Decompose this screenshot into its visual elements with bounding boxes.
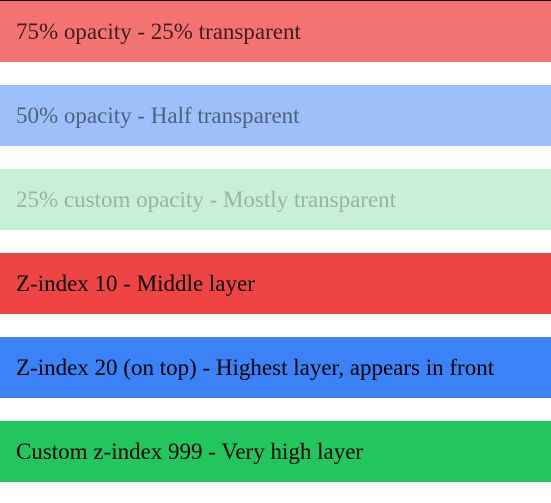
opacity-25-label: 25% custom opacity - Mostly transparent (16, 186, 397, 212)
opacity-75-bar: 75% opacity - 25% transparent (0, 1, 551, 62)
z-index-20-bar: Z-index 20 (on top) - Highest layer, app… (0, 337, 551, 398)
z-index-999-bar: Custom z-index 999 - Very high layer (0, 421, 551, 482)
opacity-50-bar: 50% opacity - Half transparent (0, 85, 551, 146)
opacity-75-label: 75% opacity - 25% transparent (16, 18, 301, 44)
z-index-20-label: Z-index 20 (on top) - Highest layer, app… (16, 354, 495, 380)
layer-demo-stack: 75% opacity - 25% transparent 50% opacit… (0, 1, 551, 482)
opacity-25-bar: 25% custom opacity - Mostly transparent (0, 169, 551, 230)
opacity-50-label: 50% opacity - Half transparent (16, 102, 300, 128)
z-index-10-bar: Z-index 10 - Middle layer (0, 253, 551, 314)
z-index-999-label: Custom z-index 999 - Very high layer (16, 438, 364, 464)
top-border-line (0, 0, 551, 1)
z-index-10-label: Z-index 10 - Middle layer (16, 270, 255, 296)
